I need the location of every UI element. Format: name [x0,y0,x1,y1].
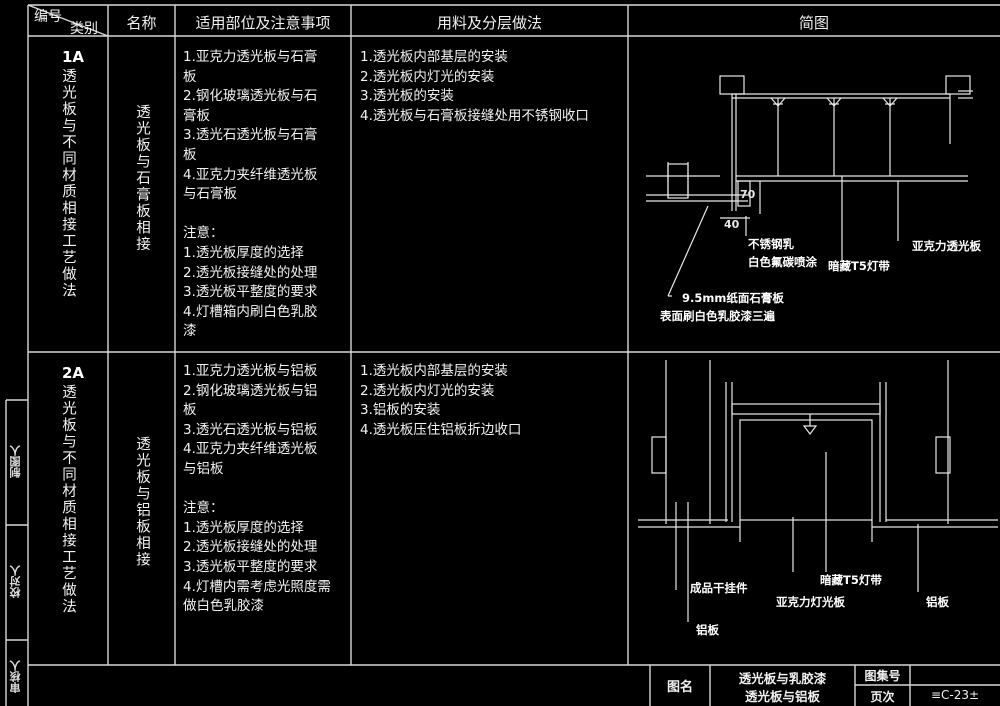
anno-lamp1: 暗藏T5灯带 [828,259,890,273]
apply-line: 注意： [183,225,224,242]
anno-pendant: 成品干挂件 [690,581,748,595]
apply-line: 4.亚克力夹纤维透光板 [183,441,318,458]
anno-alu: 铝板 [926,595,949,609]
apply-line: 1.透光板厚度的选择 [183,244,304,261]
apply-line: 做白色乳胶漆 [183,598,264,615]
apply-line: 板 [183,402,197,419]
anno-acrylic1: 亚克力透光板 [912,239,981,253]
row2-apply: 1.亚克力透光板与铝板 2.钢化玻璃透光板与铝板 3.透光石透光板与铝板 4.亚克力夹… [183,362,331,617]
footer-title2: 透光板与铝板 [744,689,820,704]
apply-line: 3.透光石透光板与石膏 [183,127,318,144]
apply-line: 注意： [183,500,224,517]
row2-code: 2A [62,364,85,382]
footer-title1: 透光板与乳胶漆 [738,671,827,686]
anno-alu2: 铝板 [696,623,719,637]
material-line: 2.透光板内灯光的安装 [360,68,495,85]
apply-line: 膏板 [183,107,210,124]
anno-lamp2: 暗藏T5灯带 [820,573,882,587]
side-label-drawer: 制图人 [9,445,22,478]
dim-40-label: 40 [724,218,740,231]
row1-code: 1A [62,48,85,66]
apply-line: 漆 [183,323,197,340]
apply-line [183,205,317,225]
apply-line: 4.亚克力夹纤维透光板 [183,166,318,183]
apply-line: 3.透光板平整度的要求 [183,558,318,575]
header-name: 名称 [126,14,157,32]
footer-tuming-label: 图名 [666,680,693,695]
apply-line: 与石膏板 [183,186,237,203]
side-label-reviewer: 审核人 [9,660,22,693]
anno-acrylic-lamp: 亚克力灯光板 [776,595,845,609]
header-sketch: 简图 [798,14,829,32]
footer-page: ≡C-23± [930,688,980,702]
anno-gypsum: 9.5mm纸面石膏板 [682,291,784,305]
apply-line: 1.透光板厚度的选择 [183,519,304,536]
side-label-checker: 校对人 [9,565,22,598]
apply-line: 3.透光石透光板与铝板 [183,421,318,438]
apply-line: 2.透光板接缝处的处理 [183,539,318,556]
sketch-2a [638,360,998,622]
material-line: 1.透光板内部基层的安装 [360,49,508,65]
footer-yeci-label: 页次 [870,690,895,704]
header-bianhao: 编号 [34,9,62,25]
anno-steel2: 白色氟碳喷涂 [748,255,817,269]
header-leibie: 类别 [70,21,98,37]
apply-line: 2.钢化玻璃透光板与石 [183,88,318,105]
material-line: 4.透光板压住铝板折边收口 [360,421,522,438]
row2-category: 透光板与不同材质相接工艺做法 [60,384,76,615]
row1-materials: 1.透光板内部基层的安装 2.透光板内灯光的安装 3.透光板的安装 4.透光板与石膏板… [360,48,589,126]
apply-line: 1.亚克力透光板与石膏 [183,49,318,65]
row1-apply: 1.亚克力透光板与石膏板 2.钢化玻璃透光板与石膏板 3.透光石透光板与石膏板 4.亚… [183,48,317,342]
footer-tujihao-label: 图集号 [864,669,901,683]
apply-line: 4.灯槽箱内刷白色乳胶 [183,303,318,320]
apply-line: 板 [183,68,197,85]
material-line: 2.透光板内灯光的安装 [360,382,495,399]
apply-line: 4.灯槽内需考虑光照度需 [183,578,331,595]
svg-text:70: 70 [740,188,756,201]
apply-line: 与铝板 [183,460,224,477]
sketch-1a: 70 40 [646,75,973,297]
material-line: 3.铝板的安装 [360,402,441,419]
anno-steel: 不锈钢乳 [748,237,794,251]
row1-category: 透光板与不同材质相接工艺做法 [60,68,76,299]
apply-line: 3.透光板平整度的要求 [183,284,318,301]
apply-line: 板 [183,146,197,163]
header-materials: 用料及分层做法 [436,14,542,32]
apply-line: 1.亚克力透光板与铝板 [183,363,318,379]
anno-gypsum2: 表面刷白色乳胶漆三遍 [660,309,775,323]
material-line: 4.透光板与石膏板接缝处用不锈钢收口 [360,107,589,124]
apply-line: 2.透光板接缝处的处理 [183,264,318,281]
material-line: 1.透光板内部基层的安装 [360,363,508,379]
row1-name: 透光板与石膏板相接 [134,104,150,253]
row2-materials: 1.透光板内部基层的安装 2.透光板内灯光的安装 3.铝板的安装 4.透光板压住铝板折… [360,362,521,440]
apply-line: 2.钢化玻璃透光板与铝 [183,382,318,399]
material-line: 3.透光板的安装 [360,88,454,105]
apply-line [183,480,331,500]
header-apply: 适用部位及注意事项 [195,14,331,32]
row2-name: 透光板与铝板相接 [134,436,150,568]
